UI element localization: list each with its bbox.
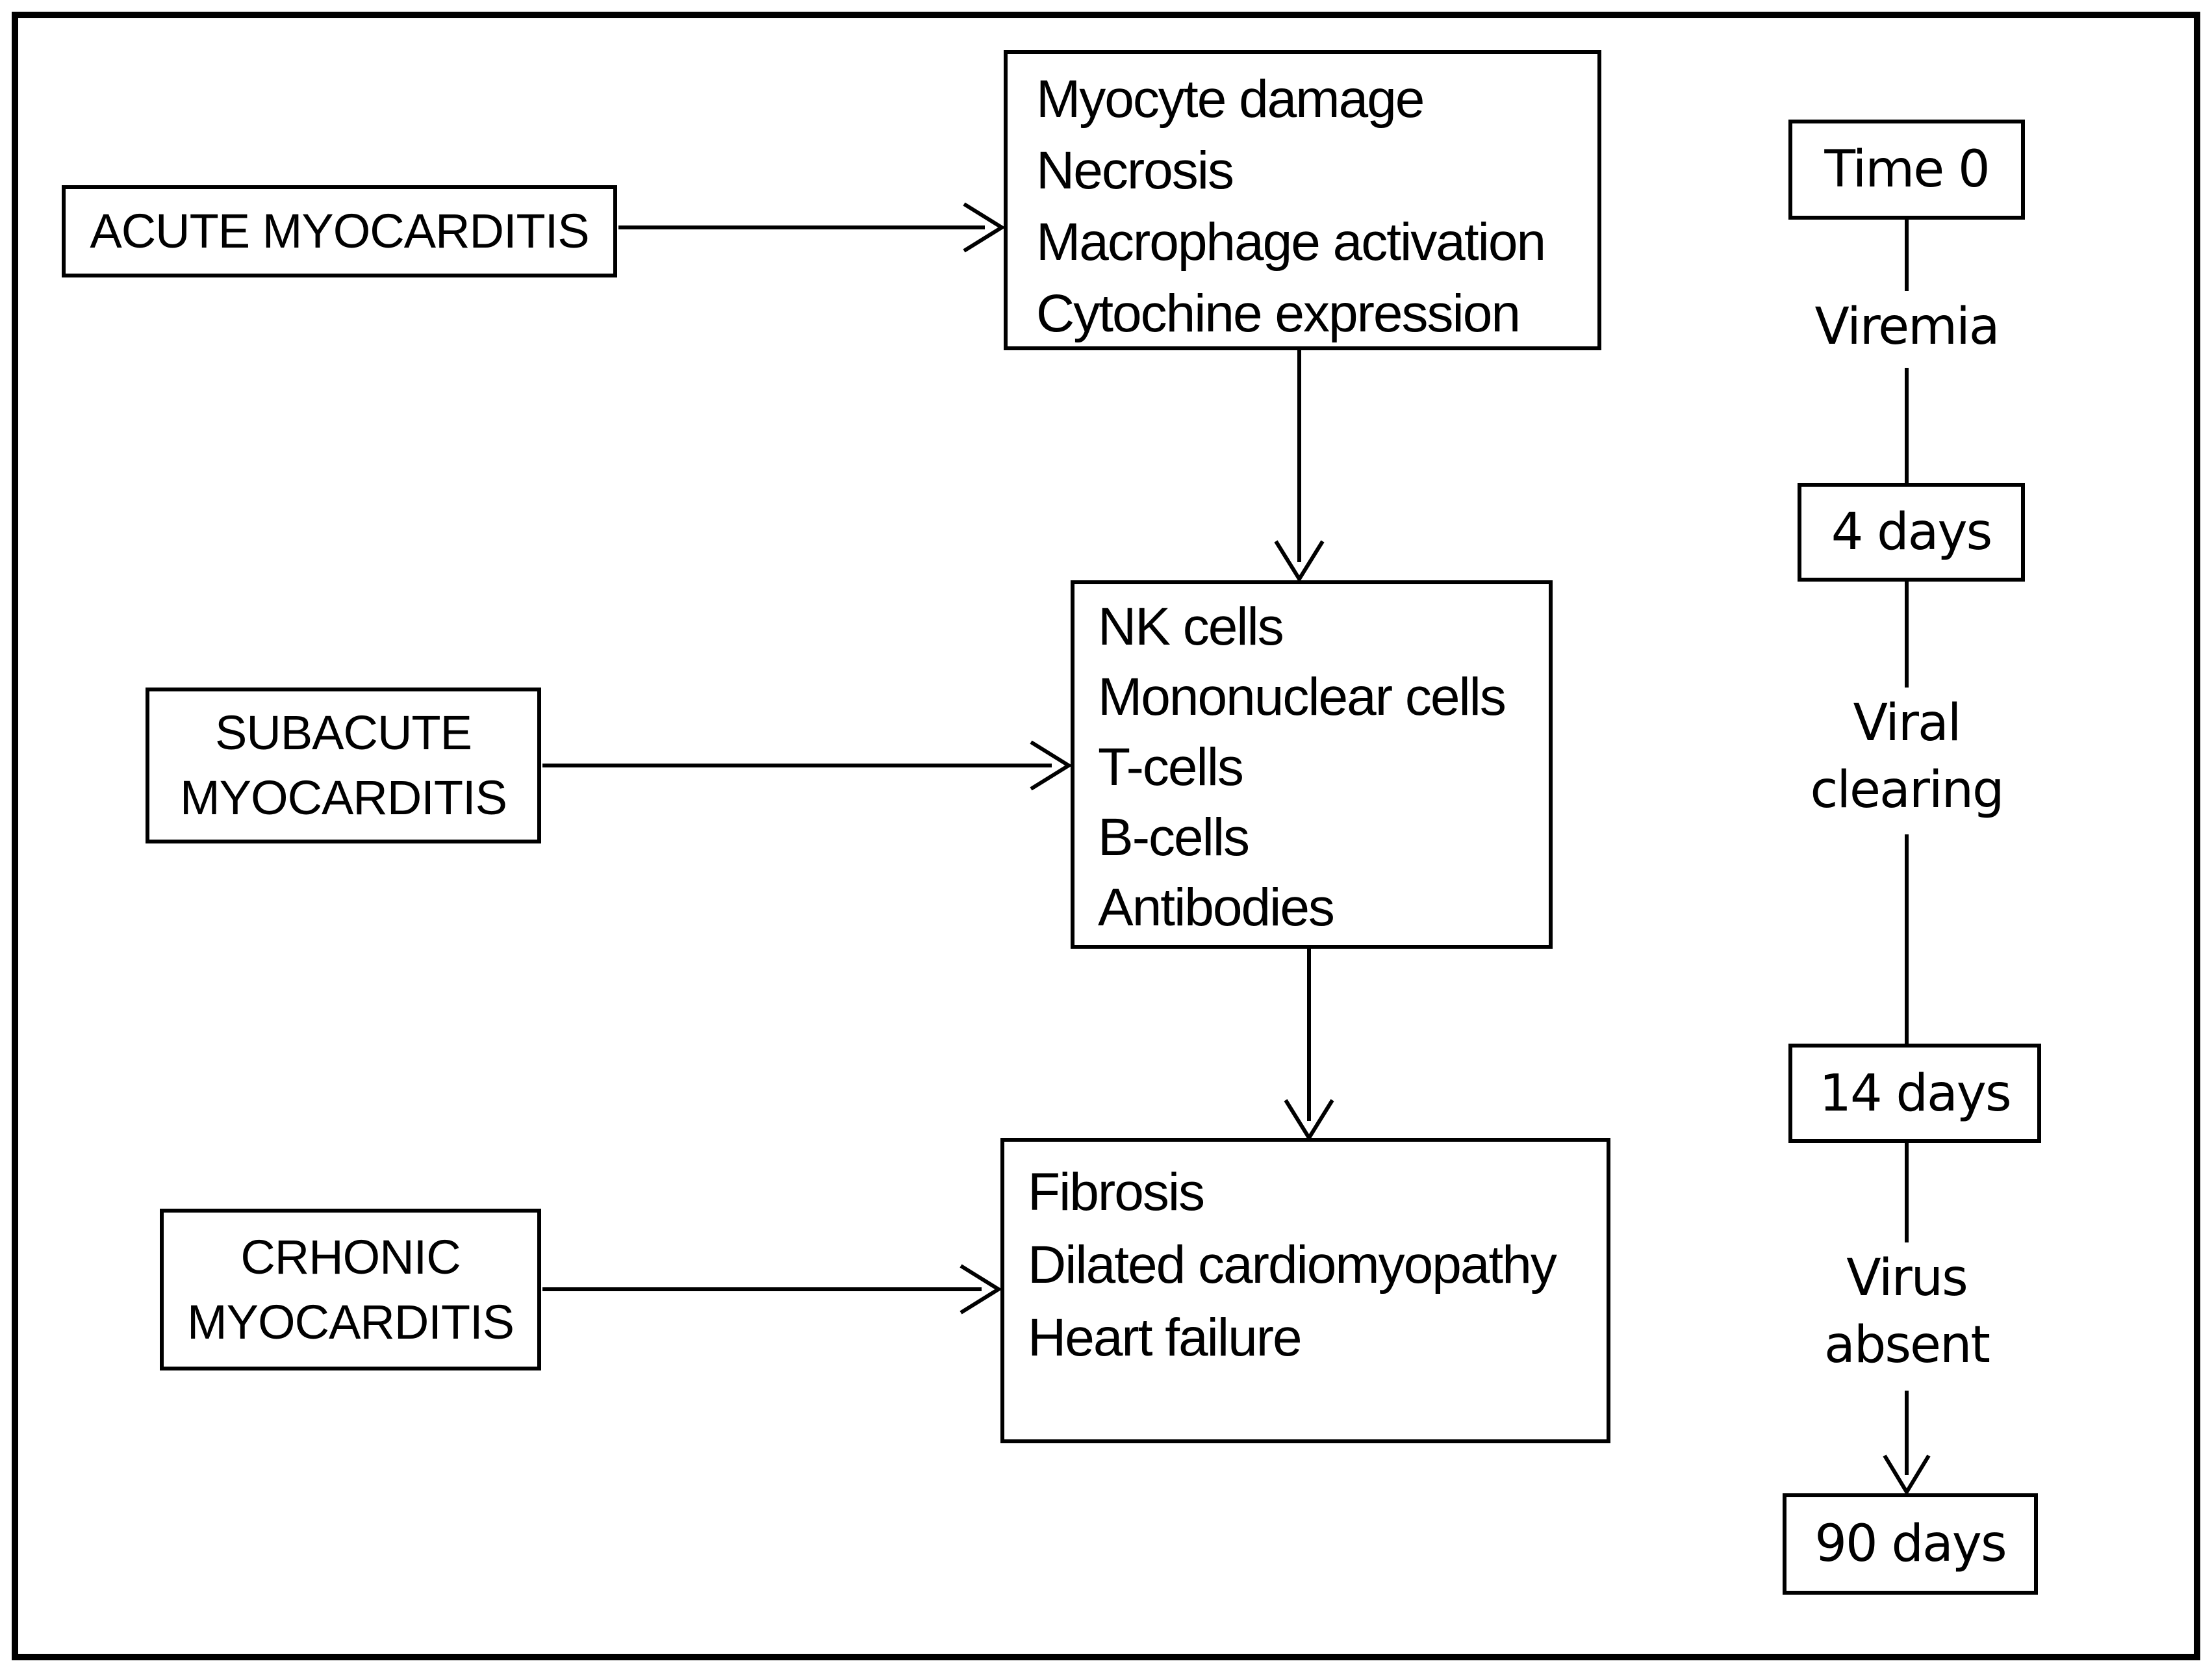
timeline-time0-box: Time 0 [1788,120,2025,220]
acute-myocarditis-label: ACUTE MYOCARDITIS [90,204,589,258]
arrow-chronic-to-process [542,1264,1002,1315]
chronic-myocarditis-box: CRHONIC MYOCARDITIS [160,1209,541,1370]
arrow-process1-to-process2 [1274,350,1325,583]
timeline-14days-label: 14 days [1819,1064,2011,1123]
timeline-14days-box: 14 days [1788,1044,2041,1143]
timeline-viremia-label: Viremia [1814,298,2000,356]
timeline-virus-absent-label: Virus absent [1824,1249,1990,1374]
timeline-90days-label: 90 days [1814,1515,2007,1573]
timeline-90days-box: 90 days [1783,1493,2038,1595]
acute-process-box: Myocyte damage Necrosis Macrophage activ… [1004,50,1601,350]
subacute-myocarditis-box: SUBACUTE MYOCARDITIS [146,688,541,843]
timeline-arrow-virusabsent-90days [1883,1391,1931,1496]
chronic-myocarditis-label: CRHONIC MYOCARDITIS [187,1229,515,1349]
acute-myocarditis-box: ACUTE MYOCARDITIS [62,185,617,277]
arrow-acute-to-process [618,202,1006,253]
timeline-4days-box: 4 days [1798,483,2025,582]
chronic-process-box: Fibrosis Dilated cardiomyopathy Heart fa… [1000,1138,1610,1443]
timeline-viral-clearing-label: Viral clearing [1810,694,2004,819]
timeline-time0-label: Time 0 [1824,140,1990,199]
arrow-process2-to-process3 [1284,949,1334,1142]
timeline-4days-label: 4 days [1831,503,1993,561]
outer-border [12,12,2200,1660]
subacute-myocarditis-label: SUBACUTE MYOCARDITIS [180,706,507,825]
subacute-process-box: NK cells Mononuclear cells T-cells B-cel… [1071,580,1553,949]
arrow-subacute-to-process [542,740,1073,791]
